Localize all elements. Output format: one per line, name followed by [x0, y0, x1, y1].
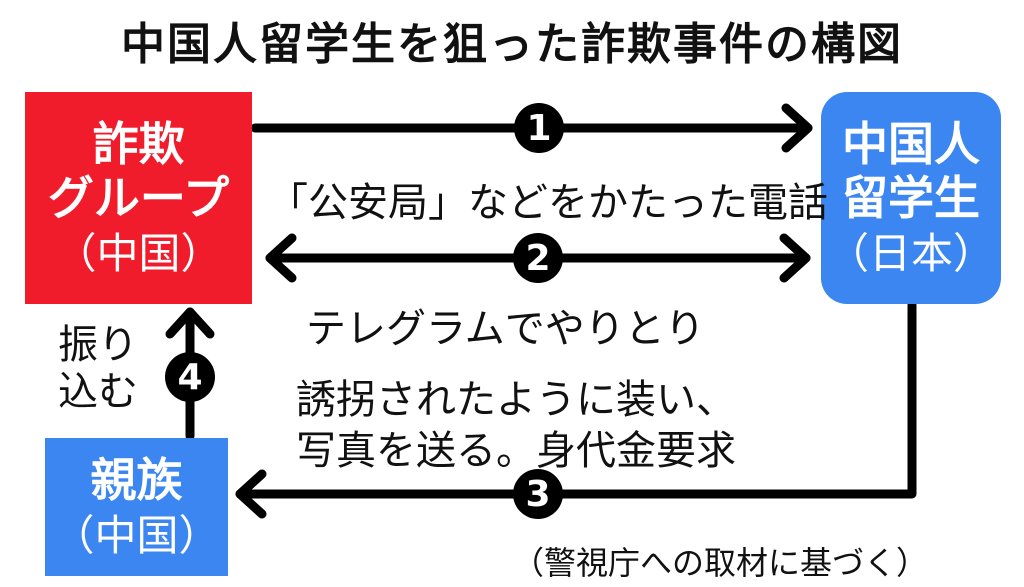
- step-1-text: 「公安局」などをかたった電話: [268, 180, 828, 226]
- fraud-group-label-1: 詐欺: [92, 116, 185, 171]
- arrow-2-head-right: [779, 233, 811, 283]
- arrow-3-head: [235, 469, 267, 519]
- step-4-text-line-2: 込む: [58, 369, 138, 416]
- fraud-group-box: 詐欺 グループ （中国）: [25, 92, 252, 304]
- step-2-text: テレグラムでやりとり: [306, 306, 705, 352]
- arrow-1-head: [781, 103, 813, 153]
- step-4-text: 振り 込む: [58, 322, 138, 416]
- relatives-location: （中国）: [52, 511, 221, 561]
- fraud-group-location: （中国）: [54, 229, 223, 279]
- fraud-group-label-2: グループ: [47, 171, 230, 226]
- arrow-2-head-left: [265, 233, 297, 283]
- relatives-label: 親族: [90, 453, 183, 508]
- arrow-3: [235, 300, 917, 499]
- step-3-text: 誘拐されたように装い、 写真を送る。身代金要求: [296, 375, 736, 477]
- student-label-1: 中国人: [842, 116, 980, 171]
- student-location: （日本）: [826, 229, 995, 279]
- source-note: （警視庁への取材に基づく）: [512, 544, 929, 582]
- step-1-badge: 1: [514, 103, 564, 153]
- relatives-box: 親族 （中国）: [45, 438, 228, 576]
- arrow-4-head: [165, 307, 215, 339]
- step-3-badge: 3: [513, 469, 563, 519]
- student-label-2: 留学生: [842, 171, 980, 226]
- step-4-text-line-1: 振り: [58, 322, 138, 368]
- step-3-text-line-2: 写真を送る。身代金要求: [296, 428, 736, 475]
- step-4-badge: 4: [165, 352, 215, 402]
- diagram-title: 中国人留学生を狙った詐欺事件の構図: [121, 19, 903, 70]
- step-2-badge: 2: [513, 233, 563, 283]
- student-box: 中国人 留学生 （日本）: [821, 92, 1001, 304]
- step-3-text-line-1: 誘拐されたように装い、: [296, 377, 736, 423]
